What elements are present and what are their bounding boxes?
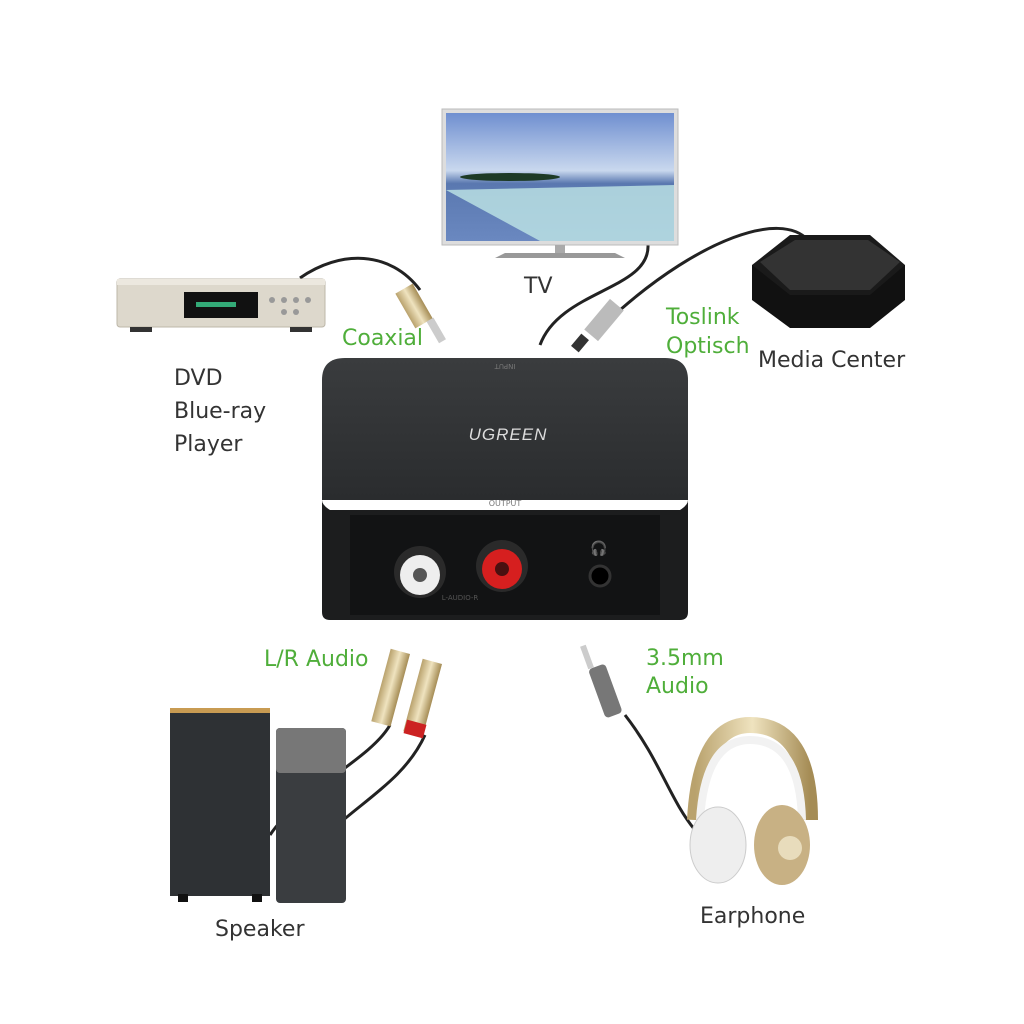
dvd-player-image [116, 278, 326, 332]
speaker-image [170, 708, 346, 903]
tv-label: TV [524, 274, 553, 299]
lr-audio-label: L/R Audio [264, 647, 369, 672]
media-center-label: Media Center [758, 348, 906, 373]
tv-image [441, 108, 679, 258]
audio-label: L-AUDIO-R [442, 594, 479, 602]
toslink-cable [619, 226, 810, 312]
input-label: INPUT [494, 362, 516, 370]
headphone-jack [588, 564, 612, 588]
media-center-image [752, 235, 905, 328]
mm-audio-line-1: 3.5mm [646, 646, 724, 671]
headphone-icon: 🎧 [590, 540, 607, 557]
dvd-line-1: DVD [174, 366, 223, 391]
toslink-line-1: Toslink [666, 305, 740, 330]
tv-cable [538, 244, 650, 346]
coaxial-plug [395, 283, 446, 344]
white-rca-jack [394, 546, 446, 598]
output-label: OUTPUT [489, 499, 522, 508]
ugreen-converter-device: UGREEN INPUT OUTPUT L-AUDIO-R 🎧 [322, 358, 688, 620]
red-rca-jack [476, 540, 528, 592]
dvd-label: DVD Blue-ray Player [174, 362, 266, 461]
earphone-label: Earphone [700, 904, 806, 929]
dvd-line-3: Player [174, 432, 243, 457]
coaxial-cable [299, 256, 422, 291]
coaxial-label: Coaxial [342, 326, 424, 351]
mm-audio-label: 3.5mm Audio [646, 645, 724, 701]
earphone-cable [623, 714, 697, 831]
mm-audio-line-2: Audio [646, 674, 709, 699]
headphones-image [687, 716, 818, 885]
device-brand-logo: UGREEN [469, 425, 548, 444]
toslink-plug [571, 298, 624, 353]
mini-jack-plug [580, 644, 622, 718]
rca-plugs [371, 648, 443, 739]
dvd-line-2: Blue-ray [174, 399, 267, 424]
speaker-label: Speaker [215, 917, 305, 942]
toslink-label: Toslink Optisch [666, 303, 750, 361]
toslink-line-2: Optisch [666, 334, 750, 359]
